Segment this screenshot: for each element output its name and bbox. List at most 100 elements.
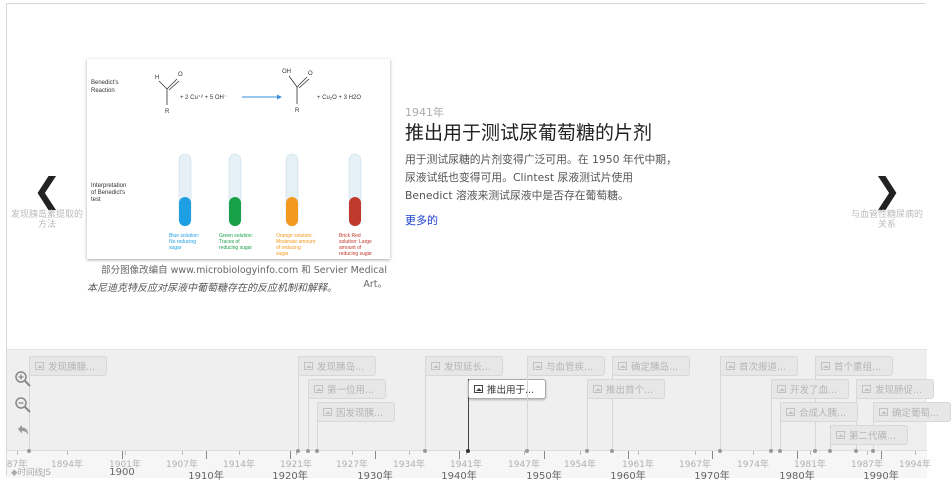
marker-line: [587, 379, 588, 450]
marker-flag[interactable]: 第一位用...: [308, 379, 386, 399]
next-slide-title[interactable]: 与血管性糖尿病的关系: [850, 210, 923, 230]
equation-right: + Cu₂O + 3 H2O: [317, 95, 361, 101]
previous-slide-title[interactable]: 发现胰岛素提取的方法: [10, 210, 83, 230]
slide-text: 1941年 推出用于测试尿葡萄糖的片剂 用于测试尿糖的片剂变得广泛可用。在 19…: [405, 104, 677, 228]
zoom-in-icon[interactable]: [14, 370, 32, 388]
axis-minor-label: 1894年: [51, 460, 83, 470]
axis-minor-label: 1927年: [336, 460, 368, 470]
axis-minor-label: 1907年: [166, 460, 198, 470]
marker-line: [468, 379, 469, 450]
svg-text:R: R: [295, 108, 300, 114]
marker-flag[interactable]: 首次报道...: [720, 356, 798, 376]
marker-flag[interactable]: 发现胰岛...: [298, 356, 376, 376]
axis-tick: [695, 451, 696, 455]
axis-minor-label: 1914年: [223, 460, 255, 470]
previous-slide-nav[interactable]: ❮ 发现胰岛素提取的方法: [7, 171, 87, 230]
axis-event-dot[interactable]: [778, 449, 782, 453]
axis-event-dot[interactable]: [315, 449, 319, 453]
axis-event-dot[interactable]: [27, 449, 31, 453]
marker-flag[interactable]: 确定胰岛...: [612, 356, 690, 376]
axis-major-tick: [290, 451, 291, 459]
back-to-start-icon[interactable]: [14, 422, 32, 440]
image-icon: [35, 362, 44, 370]
marker-flag[interactable]: 第二代磺...: [830, 425, 908, 445]
axis-tick: [638, 451, 639, 455]
timelinejs-brand[interactable]: ◆时间线JS: [11, 468, 51, 478]
next-slide-nav[interactable]: ❯ 与血管性糖尿病的关系: [847, 171, 927, 230]
chevron-left-icon[interactable]: ❮: [32, 171, 62, 211]
event-date: 1941年: [405, 106, 444, 119]
marker-flag[interactable]: 首个重组...: [815, 356, 893, 376]
image-icon: [786, 408, 795, 416]
axis-major-label: 1960年: [610, 471, 646, 482]
axis-event-dot[interactable]: [296, 449, 300, 453]
zoom-out-icon[interactable]: [14, 396, 32, 414]
marker-flag[interactable]: 确定葡萄...: [873, 402, 951, 422]
media-credit: 部分图像改编自 www.microbiologyinfo.com 和 Servi…: [101, 265, 387, 290]
axis-tick: [352, 451, 353, 455]
marker-flag[interactable]: 开发了血...: [771, 379, 849, 399]
axis-major-tick: [206, 451, 207, 459]
image-icon: [431, 362, 440, 370]
marker-flag[interactable]: 发现胰腺...: [29, 356, 107, 376]
axis-event-dot[interactable]: [828, 449, 832, 453]
equation-left: + 2 Cu⁺² + 5 OH⁻: [180, 94, 227, 101]
axis-tick: [580, 451, 581, 455]
axis-tick: [296, 451, 297, 455]
axis-major-label: 1980年: [779, 471, 815, 482]
marker-label: 与血管疾...: [546, 362, 594, 373]
marker-flag[interactable]: 合成人胰...: [780, 402, 858, 422]
axis-event-dot[interactable]: [610, 449, 614, 453]
axis-major-label: 1990年: [863, 471, 899, 482]
axis-major-label: 1950年: [526, 471, 562, 482]
axis-event-dot[interactable]: [585, 449, 589, 453]
marker-line: [771, 379, 772, 450]
chevron-right-icon[interactable]: ❯: [872, 171, 902, 211]
marker-flag[interactable]: 发现肠促...: [856, 379, 934, 399]
marker-flag[interactable]: 发现延长...: [425, 356, 503, 376]
timeline-markers: 发现胰腺... 发现胰岛... 第一位用... 因发现胰... 发现延长... 推出用于.…: [7, 350, 951, 450]
axis-event-dot[interactable]: [423, 449, 427, 453]
axis-minor-label: 87年: [6, 460, 28, 470]
axis-minor-label: 1941年: [450, 460, 482, 470]
axis-major-label: 1970年: [694, 471, 730, 482]
svg-text:O: O: [178, 72, 183, 78]
marker-label: 第一位用...: [327, 385, 375, 396]
image-icon: [593, 385, 602, 393]
marker-label: 发现胰腺...: [48, 362, 96, 373]
axis-event-dot[interactable]: [306, 449, 310, 453]
marker-flag[interactable]: 与血管疾...: [527, 356, 605, 376]
axis-minor-label: 1967年: [679, 460, 711, 470]
axis-event-dot[interactable]: [525, 449, 529, 453]
marker-label: 确定胰岛...: [631, 362, 679, 373]
image-icon: [862, 385, 871, 393]
axis-major-tick: [628, 451, 629, 459]
read-more-link[interactable]: 更多的: [405, 214, 438, 227]
axis-minor-label: 1987年: [851, 460, 883, 470]
marker-flag[interactable]: 推出首个...: [587, 379, 665, 399]
image-icon: [726, 362, 735, 370]
axis-event-dot[interactable]: [871, 449, 875, 453]
marker-flag[interactable]: 因发现胰...: [317, 402, 395, 422]
axis-event-dot[interactable]: [466, 449, 470, 453]
timeline-navigator[interactable]: 发现胰腺... 发现胰岛... 第一位用... 因发现胰... 发现延长... 推出用于.…: [6, 349, 951, 482]
marker-flag[interactable]: 推出用于...: [468, 379, 546, 399]
axis-event-dot[interactable]: [813, 449, 817, 453]
axis-tick: [867, 451, 868, 455]
axis-event-dot[interactable]: [769, 449, 773, 453]
axis-event-dot[interactable]: [718, 449, 722, 453]
image-icon: [836, 431, 845, 439]
axis-event-dot[interactable]: [854, 449, 858, 453]
